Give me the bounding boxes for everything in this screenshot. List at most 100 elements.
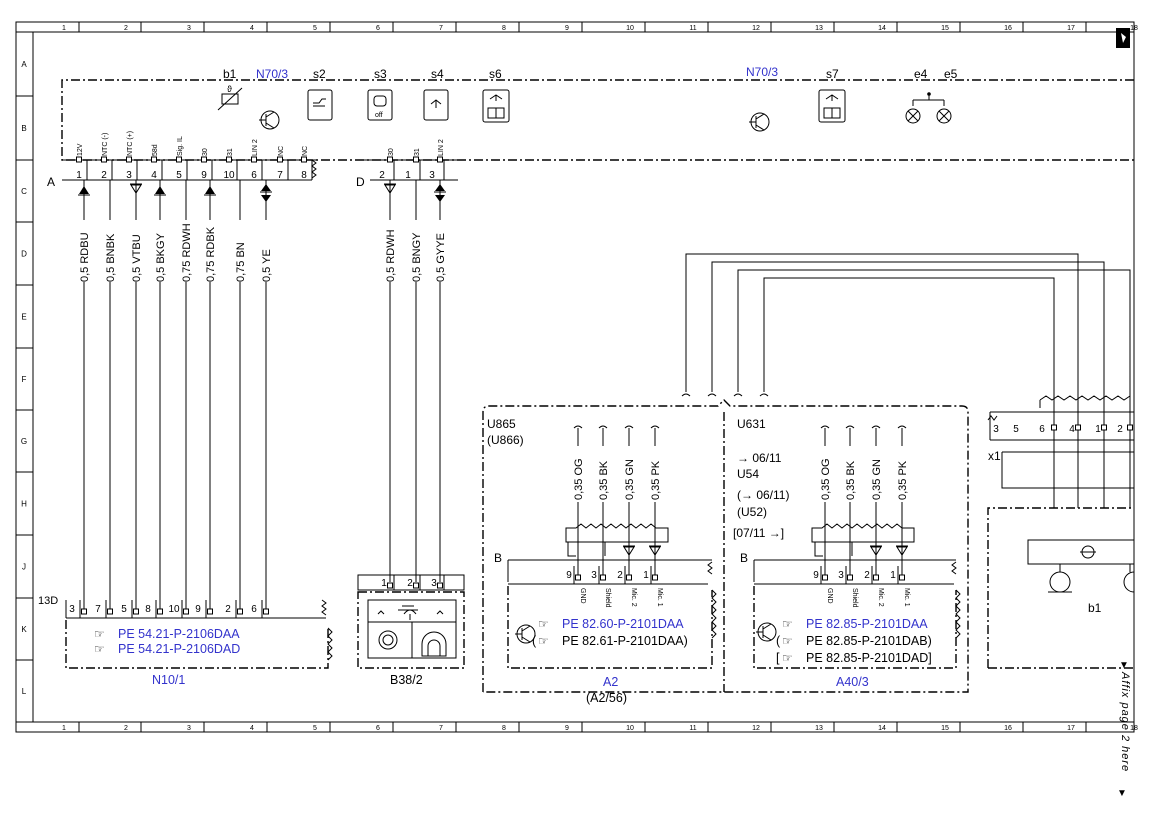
connector-a-signal: 30	[202, 148, 209, 156]
col-label-top: 17	[1067, 25, 1075, 32]
connector-a-signal: 58d	[152, 144, 159, 156]
row-label: F	[22, 375, 27, 384]
a40-section: U631 → 06/11 U54 (→ 06/11) (U52) [07/11 …	[733, 417, 961, 689]
svg-text:ϑ: ϑ	[227, 84, 232, 94]
col-label-bottom: 7	[439, 725, 443, 732]
mic-signal: Shield	[851, 588, 858, 608]
n10-pin: 7	[95, 604, 101, 615]
label-n70-3-left: N70/3	[256, 67, 288, 81]
col-label-bottom: 15	[941, 725, 949, 732]
label-s7: s7	[826, 67, 839, 81]
mic-pin: 1	[890, 570, 896, 581]
mic-signal: Mic. 1	[656, 588, 663, 607]
a40-code-3: U54	[737, 467, 759, 481]
switch-s2-icon	[307, 89, 333, 121]
svg-text:☞: ☞	[538, 617, 549, 631]
col-label-bottom: 3	[187, 725, 191, 732]
a40-transistor-icon	[756, 622, 777, 642]
connector-a-pin: 3	[126, 170, 132, 181]
wire-label: 0,35 GN	[871, 459, 883, 500]
connector-d-pin: 2	[379, 170, 385, 181]
svg-text:(: (	[776, 634, 781, 648]
connector-a-signal: NC	[278, 146, 285, 156]
col-label-top: 4	[250, 25, 254, 32]
a40-code-6: [07/11 →]	[733, 526, 784, 540]
col-label-top: 13	[815, 25, 823, 32]
svg-text:☞: ☞	[782, 617, 793, 631]
wire-label: 0,75 BN	[235, 242, 247, 282]
wire-label: 0,5 RDWH	[385, 229, 397, 282]
wire-label: 0,75 RDBK	[205, 226, 217, 282]
a40-ref-2: PE 82.85-P-2101DAB)	[806, 634, 932, 648]
wire-label: 0,5 BKGY	[155, 232, 167, 282]
b38-pin: 3	[431, 578, 437, 589]
connector-a-signal: NTC (-)	[102, 133, 109, 156]
col-label-top: 11	[689, 25, 696, 32]
mic-signal: Mic. 1	[903, 588, 910, 607]
row-label: H	[21, 500, 27, 509]
wire-label: 0,35 PK	[650, 460, 662, 500]
a40-label: A40/3	[836, 675, 869, 689]
b1-label: b1	[1088, 601, 1102, 615]
switch-s3-icon: off	[367, 89, 393, 121]
col-label-top: 18	[1130, 25, 1138, 32]
n10-ref-icon-2: ☞	[94, 642, 105, 656]
connector-a-signal: NTC (+)	[127, 131, 134, 156]
col-label-bottom: 1	[62, 725, 66, 732]
transistor-right-icon	[749, 112, 770, 132]
n10-pin: 8	[145, 604, 151, 615]
connector-d-signal: 31	[414, 148, 421, 156]
connector-a-pin: 5	[176, 170, 182, 181]
x1-pin: 4	[1069, 424, 1075, 435]
a40-code-5: (U52)	[737, 505, 767, 519]
col-label-top: 7	[439, 25, 443, 32]
x1-pin: 3	[993, 424, 999, 435]
col-label-bottom: 14	[878, 725, 886, 732]
mic-pin: 1	[643, 570, 649, 581]
col-label-top: 15	[941, 25, 949, 32]
col-label-bottom: 11	[689, 725, 696, 732]
n10-ref-1: PE 54.21-P-2106DAA	[118, 627, 240, 641]
switch-s4-icon	[423, 89, 449, 121]
connector-a-signal: Sig. IL	[177, 136, 184, 156]
wire-label: 0,35 BK	[845, 460, 857, 500]
row-label: A	[21, 60, 27, 69]
wire-label: 0,75 RDWH	[181, 223, 193, 282]
a40-code-1: U631	[737, 417, 766, 431]
row-label: E	[21, 313, 26, 322]
wire-label: 0,35 OG	[820, 458, 832, 500]
mic-signal: Mic. 2	[630, 588, 637, 607]
mic-signal: Mic. 2	[877, 588, 884, 607]
light-sensor-icon	[378, 630, 398, 650]
svg-text:☞: ☞	[538, 634, 549, 648]
svg-text:☞: ☞	[782, 651, 793, 665]
label-b1: b1	[223, 67, 237, 81]
transistor-icon	[259, 110, 280, 130]
n10-ref-2: PE 54.21-P-2106DAD	[118, 642, 240, 656]
top-component-labels: b1 N70/3 s2 s3 s4 s6 N70/3 s7 e4 e5	[223, 65, 958, 81]
connector-a-signal: 31	[227, 148, 234, 156]
wire-label: 0,35 OG	[573, 458, 585, 500]
mic-signal: GND	[579, 588, 586, 604]
b38-pin: 1	[381, 578, 387, 589]
label-e5: e5	[944, 67, 958, 81]
tunnel-sensor-icon	[421, 631, 447, 657]
mic-signal: GND	[826, 588, 833, 604]
mic-pin: 9	[813, 570, 819, 581]
col-label-bottom: 6	[376, 725, 380, 732]
a2-code-2: (U866)	[487, 433, 524, 447]
mic-pin: 3	[591, 570, 597, 581]
svg-text:(: (	[532, 634, 537, 648]
connector-a-signal: 12V	[77, 143, 84, 156]
a40-code-4: (→ 06/11)	[737, 488, 789, 502]
col-label-bottom: 4	[250, 725, 254, 732]
mic-pin: 9	[566, 570, 572, 581]
label-e4: e4	[914, 67, 928, 81]
n10-connector-label: 13D	[38, 595, 58, 607]
connector-a-pin: 4	[151, 170, 157, 181]
col-label-top: 12	[752, 25, 760, 32]
